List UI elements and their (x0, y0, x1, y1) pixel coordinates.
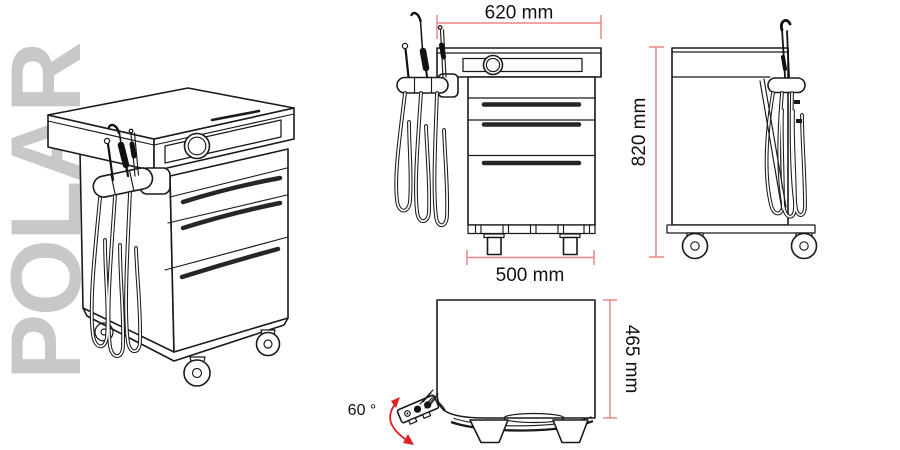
hose-clip (794, 100, 800, 104)
front-cabinet (467, 76, 596, 226)
rotation-arrow-icon (403, 434, 414, 445)
front-worktop (436, 47, 602, 78)
holder-hatching (419, 389, 439, 409)
handpiece-holder (759, 19, 807, 219)
cart-front-drawers (164, 148, 289, 353)
dimension-label-base-width: 500 mm (496, 265, 565, 286)
dimension-height (649, 46, 664, 258)
hoses (394, 91, 450, 228)
perspective-view-drawing (47, 87, 295, 387)
dimension-label-top-width: 620 mm (485, 3, 554, 24)
base-and-casters (82, 307, 289, 387)
angle-label: 60 ° (348, 402, 377, 419)
handpiece-holder (394, 11, 459, 228)
dimension-label-height: 820 mm (629, 98, 650, 167)
side-view-drawing: 820 mm (629, 19, 818, 260)
hoses (89, 191, 143, 358)
top-vent-slot (210, 109, 261, 122)
top-outline (436, 299, 596, 444)
dimension-width-top (436, 15, 602, 39)
dimension-width-base (466, 250, 595, 265)
front-base (467, 224, 596, 256)
caster-foot (552, 419, 589, 444)
dimension-depth (603, 299, 617, 419)
caster-feet (483, 233, 581, 256)
hose-clip (796, 119, 802, 123)
front-view-drawing: 620 mm (394, 3, 602, 286)
handpieces (401, 11, 447, 79)
hoses (759, 78, 807, 219)
top-view-drawing: 465 mm 60 ° (348, 299, 642, 445)
dimension-label-depth: 465 mm (621, 325, 642, 394)
swivel-angle-annotation (389, 397, 414, 445)
handpiece-holder (89, 123, 171, 358)
handpieces (103, 123, 140, 182)
handpiece-holder-block (396, 389, 446, 425)
caster-foot (469, 419, 509, 444)
caster-wheels (681, 232, 818, 260)
rotation-arrow-icon (391, 397, 400, 408)
